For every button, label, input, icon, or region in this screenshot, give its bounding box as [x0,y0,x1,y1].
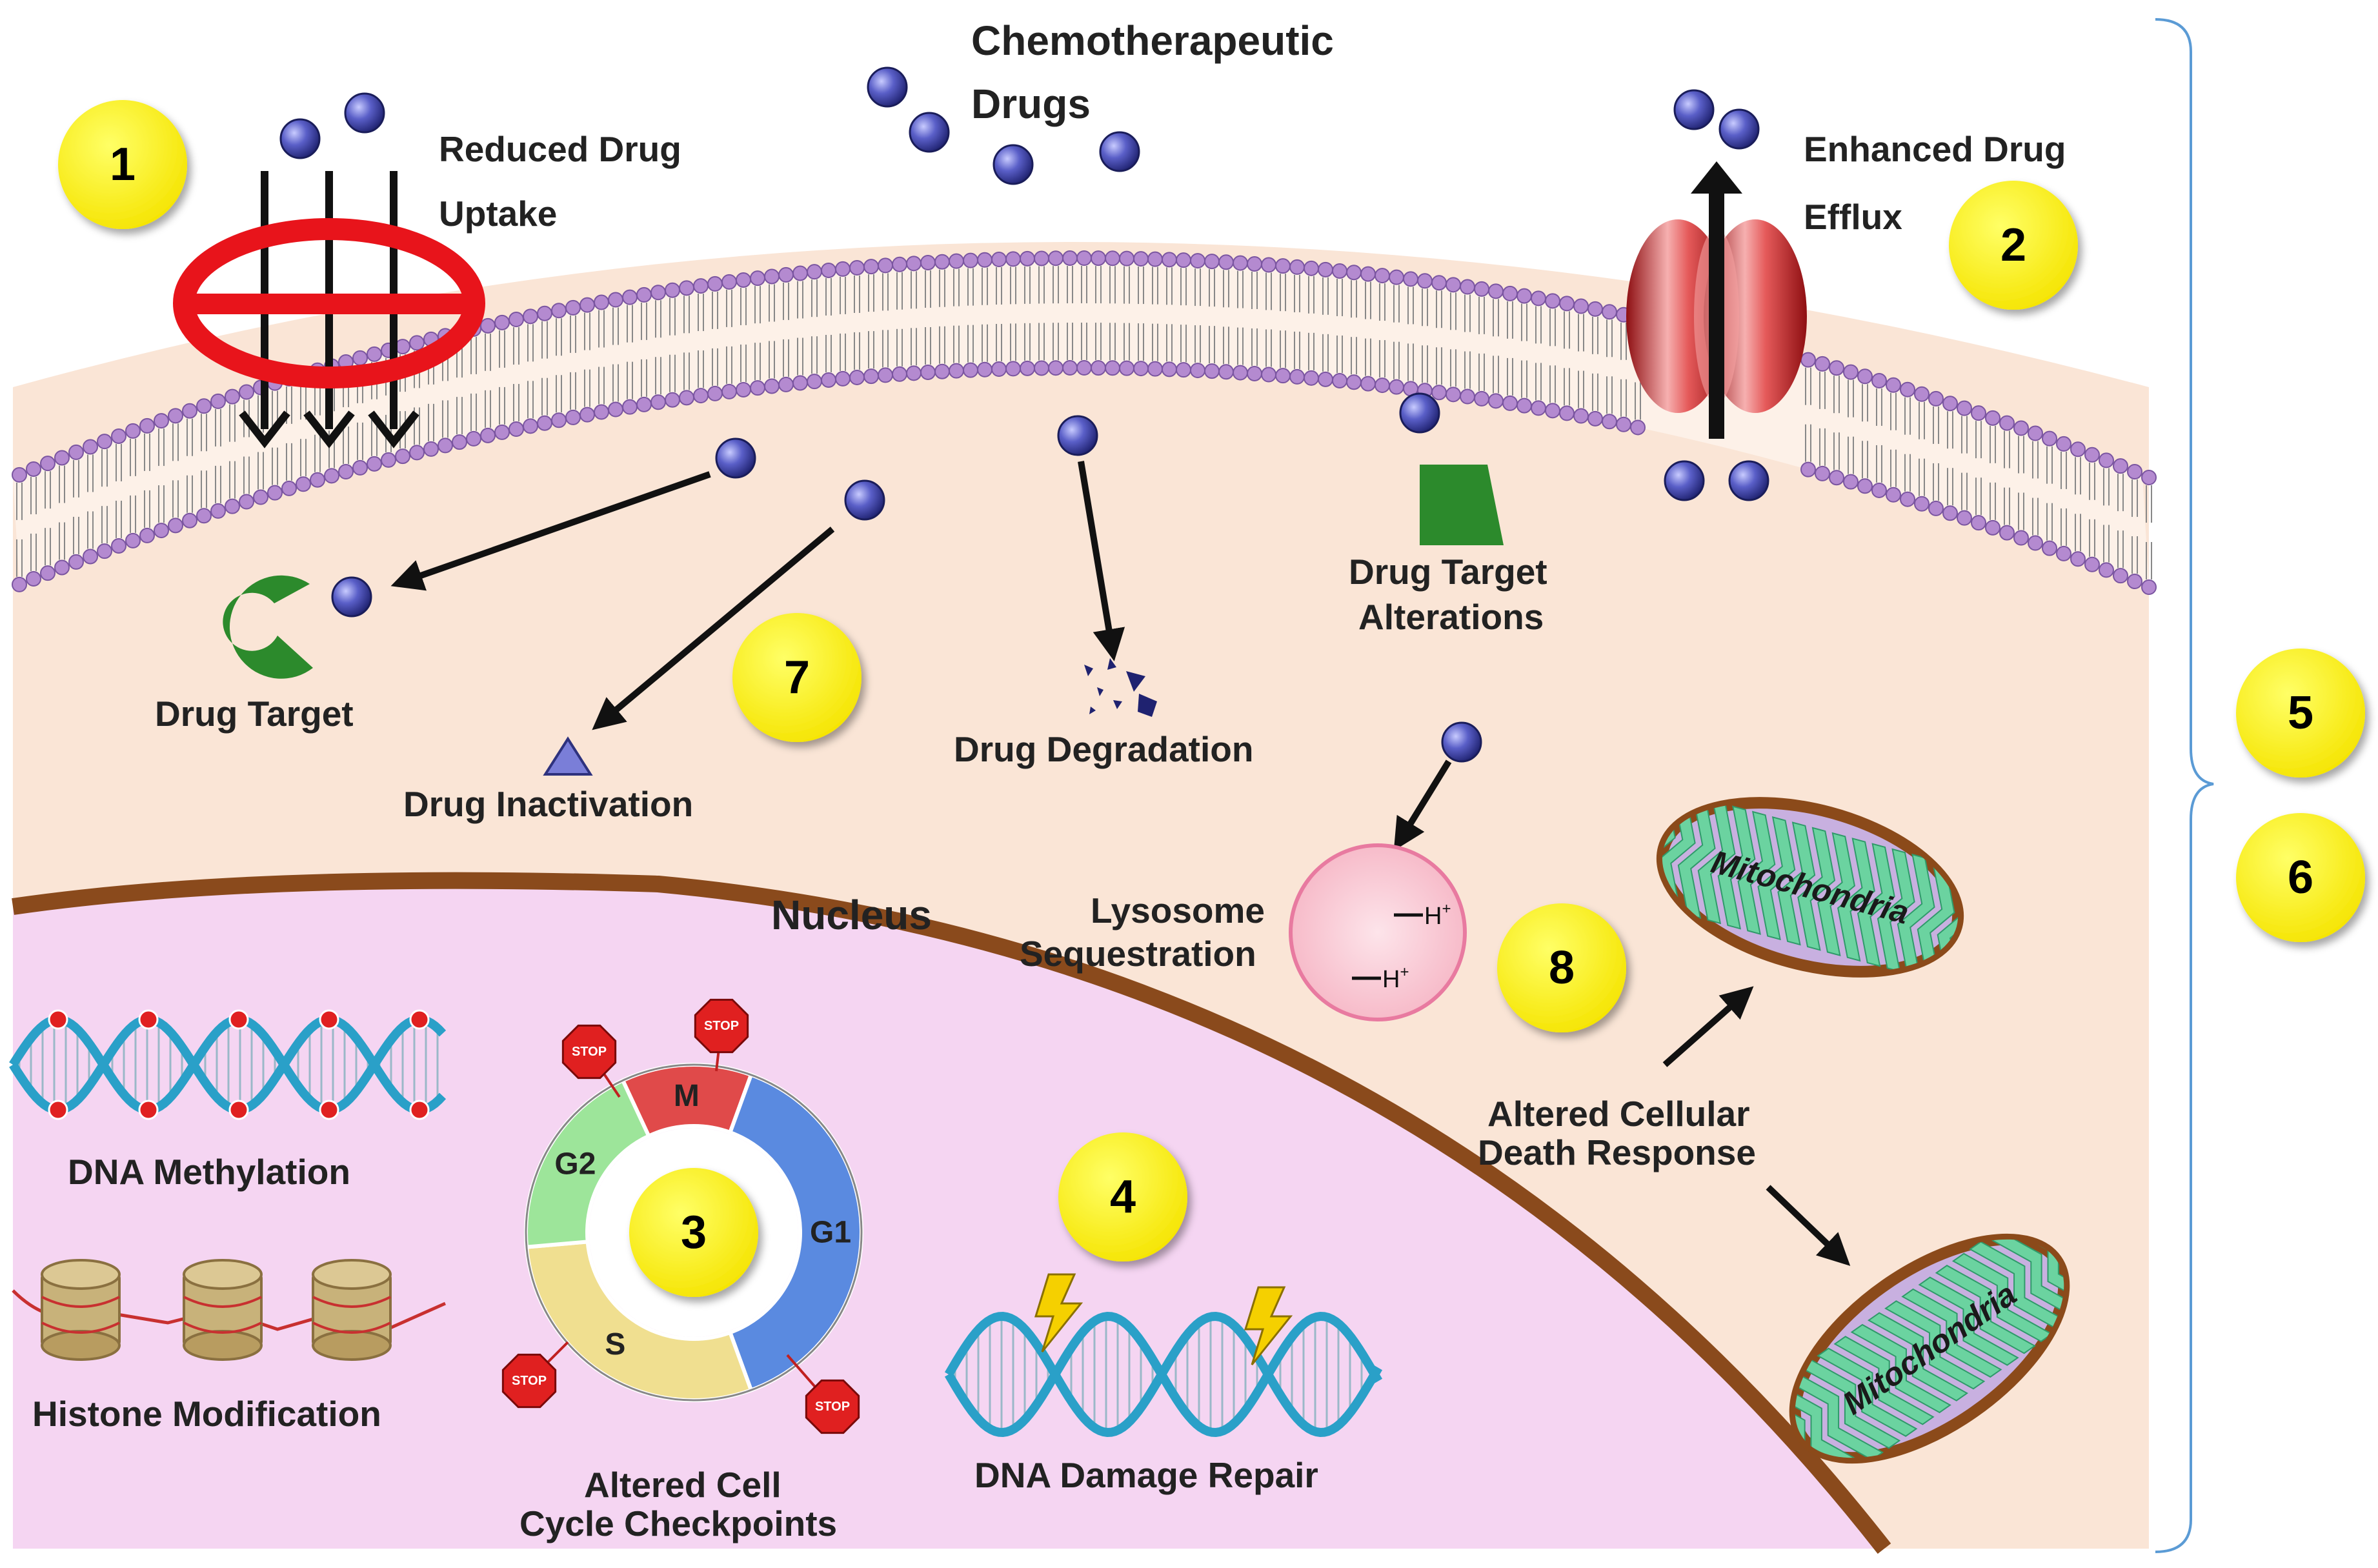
drug-molecule-icon [1673,89,1715,130]
stop-sign-icon [694,998,749,1054]
marker-3 [629,1168,758,1297]
drug-target-label: Drug Target [155,694,354,734]
phase-m-label: M [674,1079,700,1113]
degraded-drug-icon [1084,658,1157,717]
altered-cellular-label: Altered Cellular [1487,1094,1750,1134]
drug-molecule-icon [1728,460,1769,501]
marker-1-label: 1 [110,139,136,190]
histone-icon [12,1259,447,1361]
marker-6-label: 6 [2288,852,2313,903]
blocked-channel-icon [173,171,485,448]
drug-degradation-label: Drug Degradation [954,729,1253,769]
stop-sign-icon [501,1353,557,1409]
efflux-label: Efflux [1804,197,1902,237]
marker-7-label: 7 [784,652,810,703]
drug-molecule-icon [715,437,756,479]
drug-target-alterations-label-1: Drug Target [1349,552,1547,592]
phase-g2-label: G2 [554,1147,596,1181]
drug-molecule-icon [993,144,1034,185]
uptake-label: Uptake [439,194,557,234]
drug-molecule-icon [844,479,885,521]
drugs-label: Drugs [971,81,1091,127]
marker-8-label: 8 [1549,942,1575,994]
marker-2 [1949,181,2078,310]
svg-text:STOP: STOP [572,1045,607,1059]
drug-molecule-icon [1441,721,1482,763]
drug-molecule-icon [1399,392,1440,434]
lysosome-label: Lysosome [1091,890,1265,930]
svg-text:H+: H+ [1382,963,1409,993]
drug-molecule-icon [867,66,908,108]
stop-sign-icon [805,1379,860,1434]
altered-cell-label: Altered Cell [584,1465,781,1505]
dna-methylation-helix [9,1009,447,1120]
drug-molecule-icon [331,576,372,618]
svg-text:STOP: STOP [815,1400,850,1414]
lightning-icon [1034,1273,1293,1365]
marker-3-label: 3 [681,1207,707,1258]
drug-molecule-icon [344,92,385,134]
lysosome [1289,843,1467,1021]
efflux-pump-icon [1626,161,1807,439]
lysosome-drug-h-plus: H+ H+ [1352,900,1451,993]
altered-target-icon [1420,465,1504,545]
drug-target-icon [223,575,313,679]
drug-molecule-icon [909,112,950,153]
svg-text:H+: H+ [1424,900,1451,930]
marker-4-label: 4 [1110,1171,1136,1223]
inactivated-drug-icon [543,736,593,776]
dna-damage-helix [944,1312,1383,1437]
reduced-drug-label: Reduced Drug [439,129,681,169]
drug-molecule-icon [1057,415,1098,456]
marker-6 [2236,813,2365,942]
histone-modification-label: Histone Modification [32,1394,381,1434]
marker-8 [1497,903,1626,1032]
nucleus-label: Nucleus [771,892,932,938]
enhanced-drug-label: Enhanced Drug [1804,129,2066,169]
nuclear-envelope [12,872,1891,1554]
death-response-label: Death Response [1478,1132,1756,1172]
svg-text:STOP: STOP [512,1374,547,1388]
marker-5-label: 5 [2288,687,2313,739]
dna-damage-repair-label: DNA Damage Repair [974,1455,1318,1495]
cycle-checkpoints-label: Cycle Checkpoints [519,1503,837,1543]
drug-inactivation-label: Drug Inactivation [403,784,693,824]
pathway-arrows [390,461,1851,1266]
drug-molecules-outside [279,66,1760,185]
numbered-markers: 1 2 3 4 5 6 7 8 [58,100,2365,1297]
chemotherapeutic-label: Chemotherapeutic [971,17,1334,64]
dna-methylation-label: DNA Methylation [68,1152,350,1192]
drug-target-alterations-label-2: Alterations [1358,597,1544,637]
drug-molecule-icon [1099,131,1140,172]
drug-molecule-icon [279,118,321,159]
marker-7 [732,613,862,742]
phase-s-label: S [605,1327,625,1362]
stop-sign-icon [561,1024,617,1080]
marker-5 [2236,648,2365,778]
mitochondria-upper: Mitochondria [1643,784,1977,994]
phase-g1-label: G1 [810,1216,851,1250]
marker-2-label: 2 [2000,219,2026,271]
bracket [2155,18,2214,1553]
marker-4 [1058,1132,1187,1261]
svg-text:STOP: STOP [704,1019,739,1033]
drug-molecule-icon [1664,460,1705,501]
sequestration-label: Sequestration [1020,934,1256,974]
marker-1 [58,100,187,229]
drug-molecule-icon [1718,108,1760,150]
nucleus [13,880,1884,1549]
